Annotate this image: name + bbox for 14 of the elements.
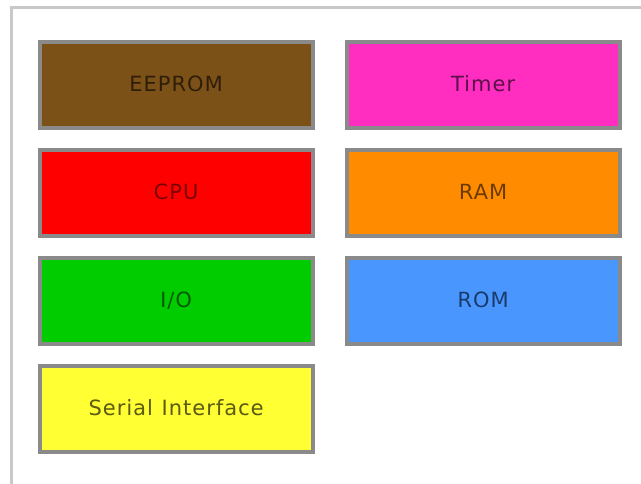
- colored-box: [38, 256, 315, 346]
- colored-box: [38, 364, 315, 454]
- colored-box: [345, 40, 622, 130]
- box-label: EEPROM: [129, 71, 224, 98]
- colored-box: [345, 256, 622, 346]
- colored-box: [38, 148, 315, 238]
- colored-box: [345, 148, 622, 238]
- box-label: Timer: [450, 71, 516, 98]
- box-label: Serial Interface: [88, 395, 265, 422]
- box-label: CPU: [154, 179, 200, 206]
- box-label: RAM: [458, 179, 508, 206]
- box-label: I/O: [160, 287, 193, 314]
- box-label: ROM: [457, 287, 510, 314]
- colored-box: [38, 40, 315, 130]
